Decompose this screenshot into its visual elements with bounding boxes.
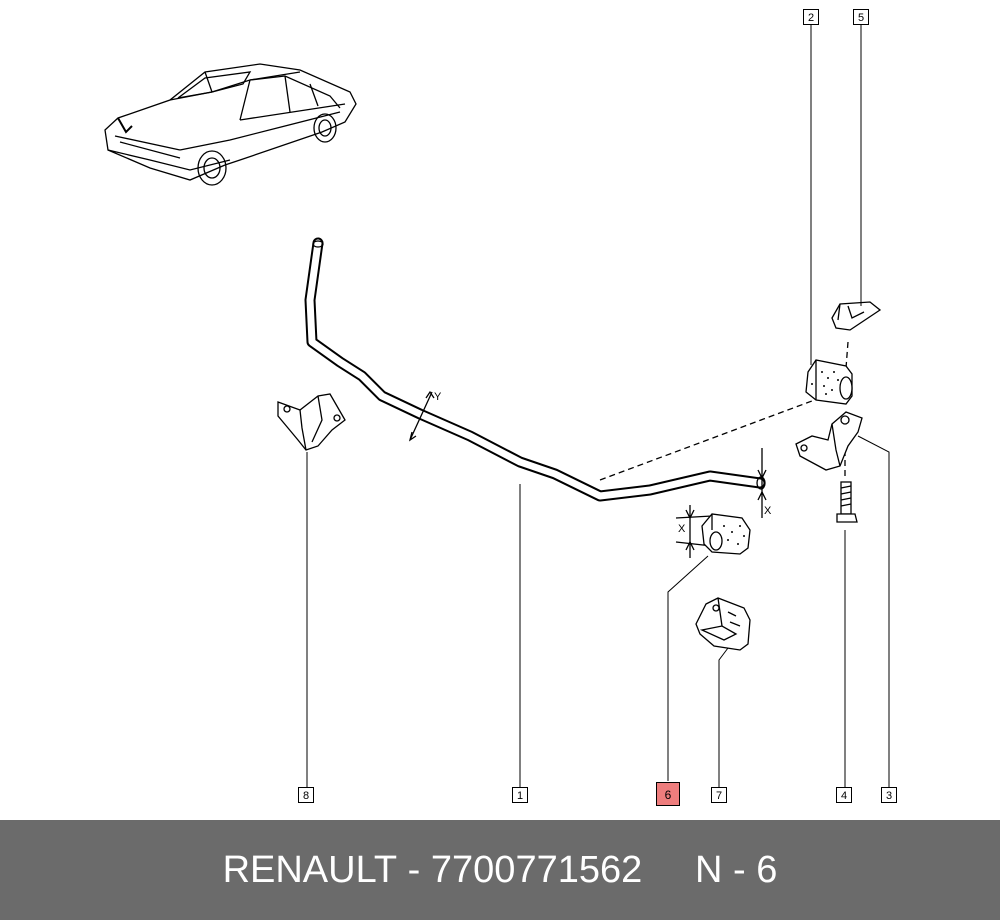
highlighted-bushing-part — [701, 513, 751, 555]
parts-diagram: Y X X — [104, 25, 890, 787]
brand-name: RENAULT — [222, 848, 398, 891]
callout-5[interactable]: 5 — [853, 9, 869, 25]
dimension-x-marker-bushing: X — [675, 505, 713, 558]
callout-7[interactable]: 7 — [711, 787, 727, 803]
bolt-part — [836, 481, 858, 523]
callout-3[interactable]: 3 — [881, 787, 897, 803]
position-code: N - 6 — [695, 848, 778, 891]
dimension-x-label: X — [764, 505, 772, 517]
part-number: 7700771562 — [430, 848, 643, 891]
right-bracket-part — [795, 411, 863, 471]
stabilizer-bushing-part — [805, 359, 853, 405]
dimension-x-marker: X — [757, 448, 772, 518]
callout-6-highlighted[interactable]: 6 — [656, 782, 680, 806]
left-bracket-part — [277, 393, 346, 451]
car-illustration — [104, 63, 357, 186]
clip-part — [831, 301, 882, 331]
assembly-dashed-line — [599, 397, 821, 481]
separator: - — [397, 848, 431, 891]
stabilizer-bar — [304, 237, 766, 502]
dimension-y-marker: Y — [408, 390, 442, 442]
spacer — [642, 849, 695, 892]
dimension-x-label: X — [678, 523, 686, 535]
dimension-y-label: Y — [434, 391, 442, 403]
footer-bar: RENAULT - 7700771562 N - 6 — [0, 820, 1000, 920]
clamp-part — [695, 597, 751, 651]
callout-1[interactable]: 1 — [512, 787, 528, 803]
callout-8[interactable]: 8 — [298, 787, 314, 803]
leader-lines — [306, 25, 890, 787]
callout-2[interactable]: 2 — [803, 9, 819, 25]
callout-4[interactable]: 4 — [836, 787, 852, 803]
assembly-dashed-line — [845, 341, 849, 369]
